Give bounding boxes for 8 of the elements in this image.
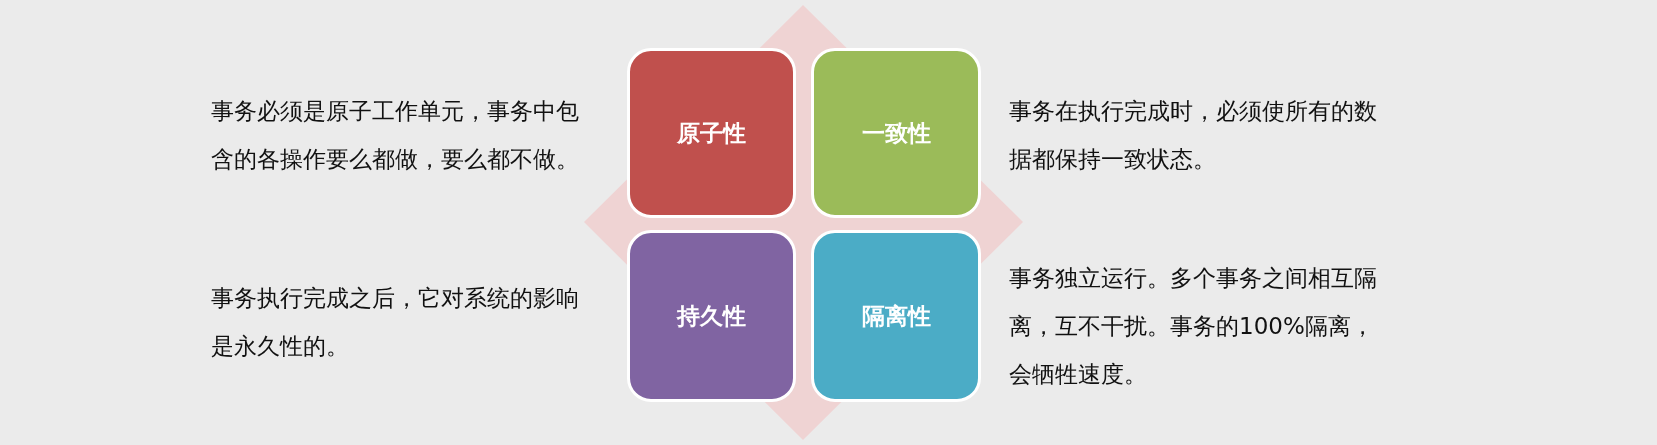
description-text: 事务在执行完成时，必须使所有的数据都保持一致状态。 — [1009, 97, 1378, 174]
description-text: 事务独立运行。多个事务之间相互隔离，互不干扰。事务的100%隔离，会牺牲速度。 — [1009, 264, 1378, 389]
property-box: 原子性 — [627, 48, 796, 218]
description-text: 事务必须是原子工作单元，事务中包含的各操作要么都做，要么都不做。 — [211, 97, 580, 174]
description-text: 事务执行完成之后，它对系统的影响是永久性的。 — [211, 284, 580, 361]
property-box: 一致性 — [811, 48, 981, 218]
property-box: 持久性 — [627, 230, 796, 402]
property-box: 隔离性 — [811, 230, 981, 402]
